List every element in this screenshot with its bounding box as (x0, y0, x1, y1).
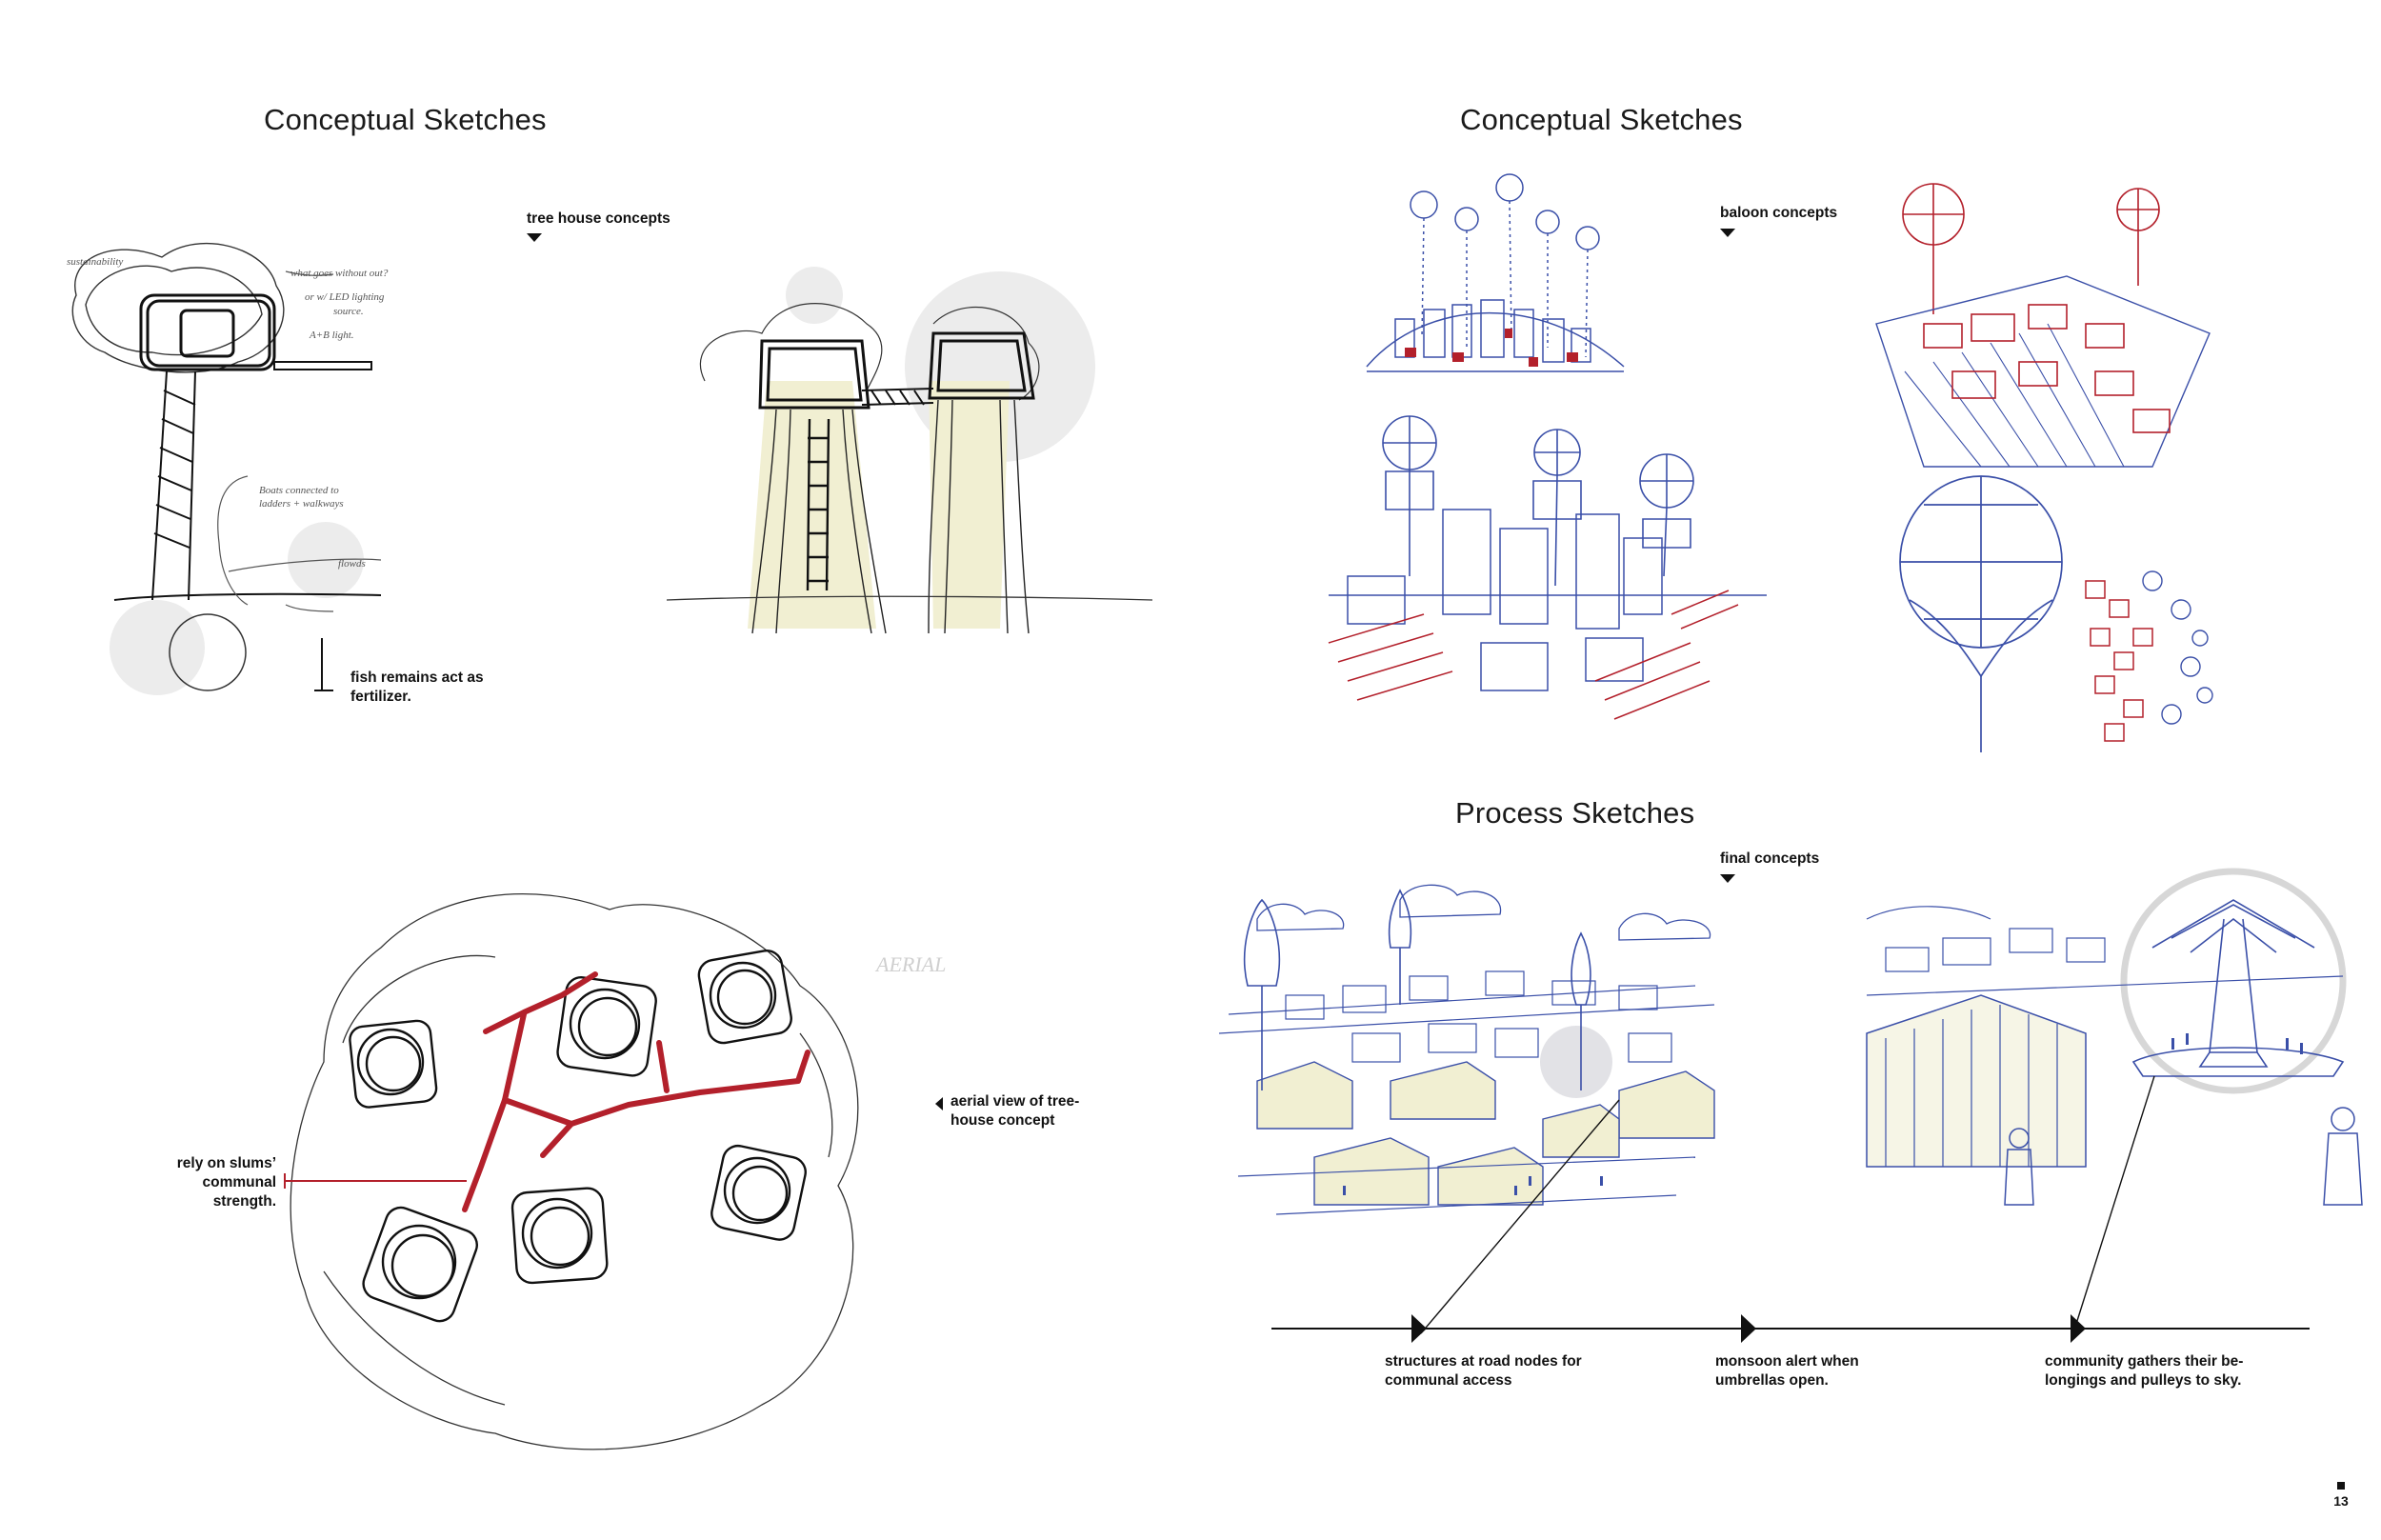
baloon-sketch-2 (1875, 183, 2213, 752)
final-marker-icon (1720, 874, 1735, 883)
page-number: 13 (2333, 1493, 2349, 1509)
svg-text:flowds: flowds (338, 558, 366, 570)
page-title-left: Conceptual Sketches (264, 103, 547, 136)
timeline-marker-3-icon (2071, 1314, 2086, 1343)
process-title: Process Sketches (1455, 796, 1695, 830)
svg-text:Boats connected to: Boats connected to (259, 485, 339, 496)
tree-house-sketch-1: what goes without out? or w/ LED lightin… (67, 242, 389, 695)
page-number-square-icon (2337, 1482, 2345, 1490)
aerial-sketch: AERIAL (290, 892, 946, 1450)
slums-leader-line (286, 1180, 467, 1182)
svg-text:or w/ LED lighting: or w/ LED lighting (305, 291, 385, 303)
baloon-label: baloon concepts (1720, 205, 1838, 221)
aerial-marker-icon (935, 1097, 943, 1110)
aerial-label: aerial view of tree-house concept (950, 1093, 1080, 1129)
process-timeline (1271, 1328, 2310, 1330)
baloon-marker-icon (1720, 229, 1735, 237)
svg-text:AERIAL: AERIAL (874, 952, 946, 976)
svg-text:sustainability: sustainability (67, 256, 123, 268)
structures-label: structures at road nodes for communal ac… (1385, 1353, 1582, 1389)
svg-text:source.: source. (333, 306, 364, 317)
svg-text:A+B light.: A+B light. (309, 330, 354, 341)
process-sketch-2 (1866, 868, 2363, 1325)
timeline-marker-2-icon (1741, 1314, 1756, 1343)
slums-label: rely on slums’ communal strength. (176, 1155, 276, 1210)
community-label: community gathers their be-longings and … (2045, 1353, 2244, 1389)
tree-house-label: tree house concepts (527, 210, 670, 227)
final-label: final concepts (1720, 850, 1820, 867)
tree-house-marker-icon (527, 233, 542, 242)
slums-tick (284, 1173, 286, 1189)
timeline-marker-1-icon (1411, 1314, 1427, 1343)
baloon-sketch-1 (1328, 173, 1767, 720)
monsoon-label: monsoon alert when umbrellas open. (1715, 1353, 1859, 1389)
process-sketch-1 (1218, 884, 1715, 1334)
svg-text:what goes without out?: what goes without out? (290, 268, 389, 279)
page-title-right: Conceptual Sketches (1460, 103, 1743, 136)
tree-house-sketch-2 (666, 267, 1153, 634)
svg-text:ladders + walkways: ladders + walkways (259, 498, 344, 510)
fish-label: fish remains act as fertilizer. (350, 670, 484, 705)
